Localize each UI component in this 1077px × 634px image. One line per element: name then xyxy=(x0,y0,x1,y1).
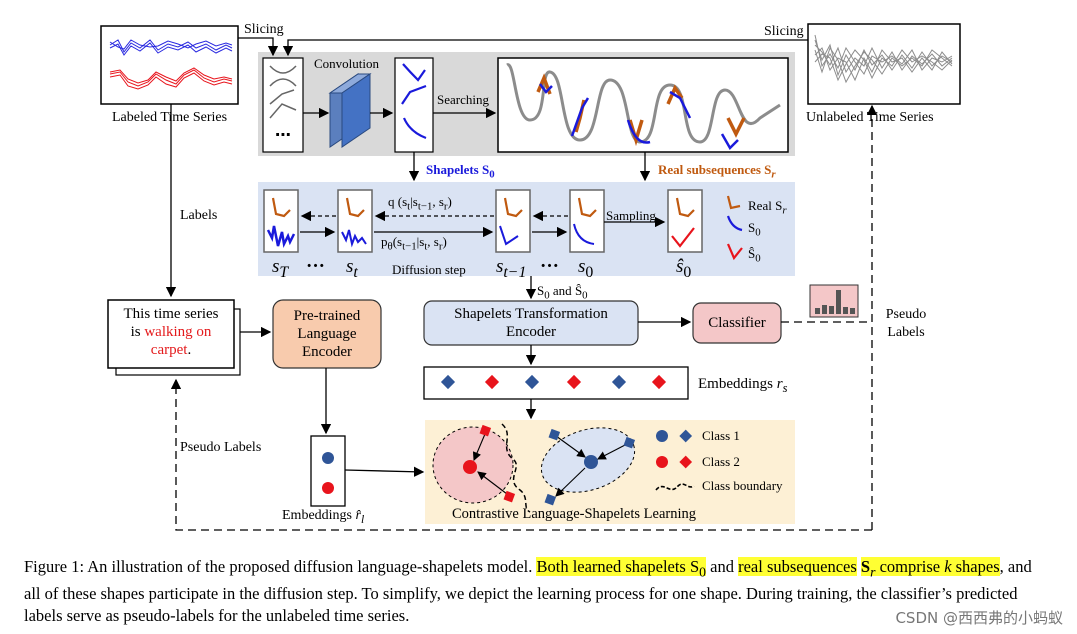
legend-shat-shape xyxy=(726,243,743,261)
text-box-line-3: carpet. xyxy=(150,342,192,358)
class1-diamond-left xyxy=(548,428,561,441)
dots-2: ··· xyxy=(540,256,560,277)
shapelets-label: Shapelets S0 xyxy=(426,162,495,181)
legend-class2-dot xyxy=(656,456,668,468)
stm1-label: st−1 xyxy=(496,256,527,281)
convolution-label: Convolution xyxy=(314,56,380,71)
legend-real-shape xyxy=(726,195,741,210)
class-boundary-label: Class boundary xyxy=(702,478,783,493)
class2-label: Class 2 xyxy=(702,454,740,469)
legend-s0-label: S0 xyxy=(748,220,761,239)
emb-rl-red-dot xyxy=(322,482,334,494)
box-st xyxy=(337,189,373,253)
convolution-block xyxy=(328,73,372,148)
st-label: st xyxy=(346,256,358,281)
unlabeled-ts-label: Unlabeled Time Series xyxy=(806,110,934,125)
real-subseq-label: Real subsequences Sr xyxy=(658,162,776,181)
q-formula: q (st|st−1, sr) xyxy=(388,194,452,213)
figure-caption: Figure 1: An illustration of the propose… xyxy=(24,557,1032,626)
text-box-line-2: is walking on xyxy=(130,324,212,340)
box-sT xyxy=(263,189,299,253)
legend-class1-diamond xyxy=(679,429,693,443)
diffusion-step-label: Diffusion step xyxy=(392,262,466,277)
pull-arrow-c2-top xyxy=(472,433,486,462)
shapelets-box xyxy=(394,57,434,153)
diffusion-blue-curves xyxy=(266,223,595,248)
diffusion-red-curve xyxy=(671,227,695,248)
diagram-svg: ⋯ xyxy=(100,23,961,531)
diffusion-boxes xyxy=(263,189,703,253)
pseudo-labels-right: Pseudo Labels xyxy=(885,307,927,340)
labels-arrow-label: Labels xyxy=(180,208,218,223)
legend-shat-label: Ŝ0 xyxy=(748,246,761,265)
classifier-box xyxy=(692,302,782,344)
sT-label: sT xyxy=(272,256,289,281)
text-box-front xyxy=(107,299,235,369)
searching-label: Searching xyxy=(437,92,489,107)
class2-diamond-bottom xyxy=(503,490,516,503)
pull-arrow-c2-bottom xyxy=(477,471,508,495)
shat0-label: ŝ0 xyxy=(676,256,692,281)
legend-s0-shape xyxy=(726,215,743,232)
pull-arrow-c1-right xyxy=(597,443,628,460)
class1-diamond-bottom xyxy=(544,493,557,506)
s0-label: s0 xyxy=(578,256,594,281)
slicing-arrow-left xyxy=(238,37,279,57)
shapelets-blue-search xyxy=(539,83,739,151)
text-box-line-1: This time series xyxy=(123,306,219,322)
lang-encoder-label: Pre-trained Language Encoder xyxy=(293,308,361,360)
legend-class1-dot xyxy=(656,430,668,442)
shapelets-encoder-label: Shapelets Transformation Encoder xyxy=(454,306,608,340)
box-shat0 xyxy=(667,189,703,253)
legend-real-label: Real Sr xyxy=(748,198,787,217)
dots-1: ··· xyxy=(306,256,326,277)
text-box-content: This time series is walking on carpet. xyxy=(108,305,234,359)
embeddings-rs-label: Embeddings rs xyxy=(698,376,788,395)
slicing-label-right: Slicing xyxy=(764,24,804,39)
class1-center xyxy=(584,455,598,469)
sampling-label: Sampling xyxy=(606,208,656,223)
arrow-rl-contrastive xyxy=(344,466,425,477)
unlabeled-ts-gray-lines xyxy=(814,34,953,84)
shapelet-curves xyxy=(401,63,427,140)
slices-ellipsis: ⋯ xyxy=(275,125,291,144)
s0-and-shat0-label: S0 and Ŝ0 xyxy=(537,283,588,302)
class2-diamond-top xyxy=(479,424,492,437)
contrastive-label: Contrastive Language-Shapelets Learning xyxy=(452,506,697,522)
p-formula: pθ(st−1|st, sr) xyxy=(381,234,447,253)
embeddings-rs-box xyxy=(423,366,689,400)
emb-rl-blue-dot xyxy=(322,452,334,464)
class1-diamond-right xyxy=(623,436,636,449)
class1-label: Class 1 xyxy=(702,428,740,443)
diffusion-orange-curves xyxy=(271,197,695,218)
class-boundary-line xyxy=(501,423,531,513)
class2-center xyxy=(463,460,477,474)
watermark: CSDN @西西弗的小蚂蚁 xyxy=(895,609,1063,627)
pseudo-labels-left: Pseudo Labels xyxy=(180,440,262,455)
push-arrow-c1 xyxy=(555,467,586,497)
embeddings-rl-box xyxy=(310,435,346,507)
legend-class2-diamond xyxy=(679,455,693,469)
lang-encoder-box xyxy=(272,299,382,369)
box-stm1 xyxy=(495,189,531,253)
dash-bottom-loop xyxy=(170,378,872,531)
embeddings-rs-diamonds xyxy=(440,374,667,390)
slicing-arrow-right xyxy=(282,39,808,57)
labeled-ts-blue-lines xyxy=(109,39,233,56)
labeled-ts-box xyxy=(100,25,239,105)
histogram-icon xyxy=(809,284,859,318)
legend-boundary-line xyxy=(655,483,695,491)
slice-curves xyxy=(269,65,297,119)
pull-arrow-c1-left xyxy=(555,435,586,458)
labeled-ts-label: Labeled Time Series xyxy=(112,110,228,125)
classifier-label: Classifier xyxy=(708,315,766,331)
slicing-label-left: Slicing xyxy=(244,22,284,37)
labeled-ts-red-lines xyxy=(109,67,233,90)
embeddings-rl-label: Embeddings r̂l xyxy=(282,508,365,526)
